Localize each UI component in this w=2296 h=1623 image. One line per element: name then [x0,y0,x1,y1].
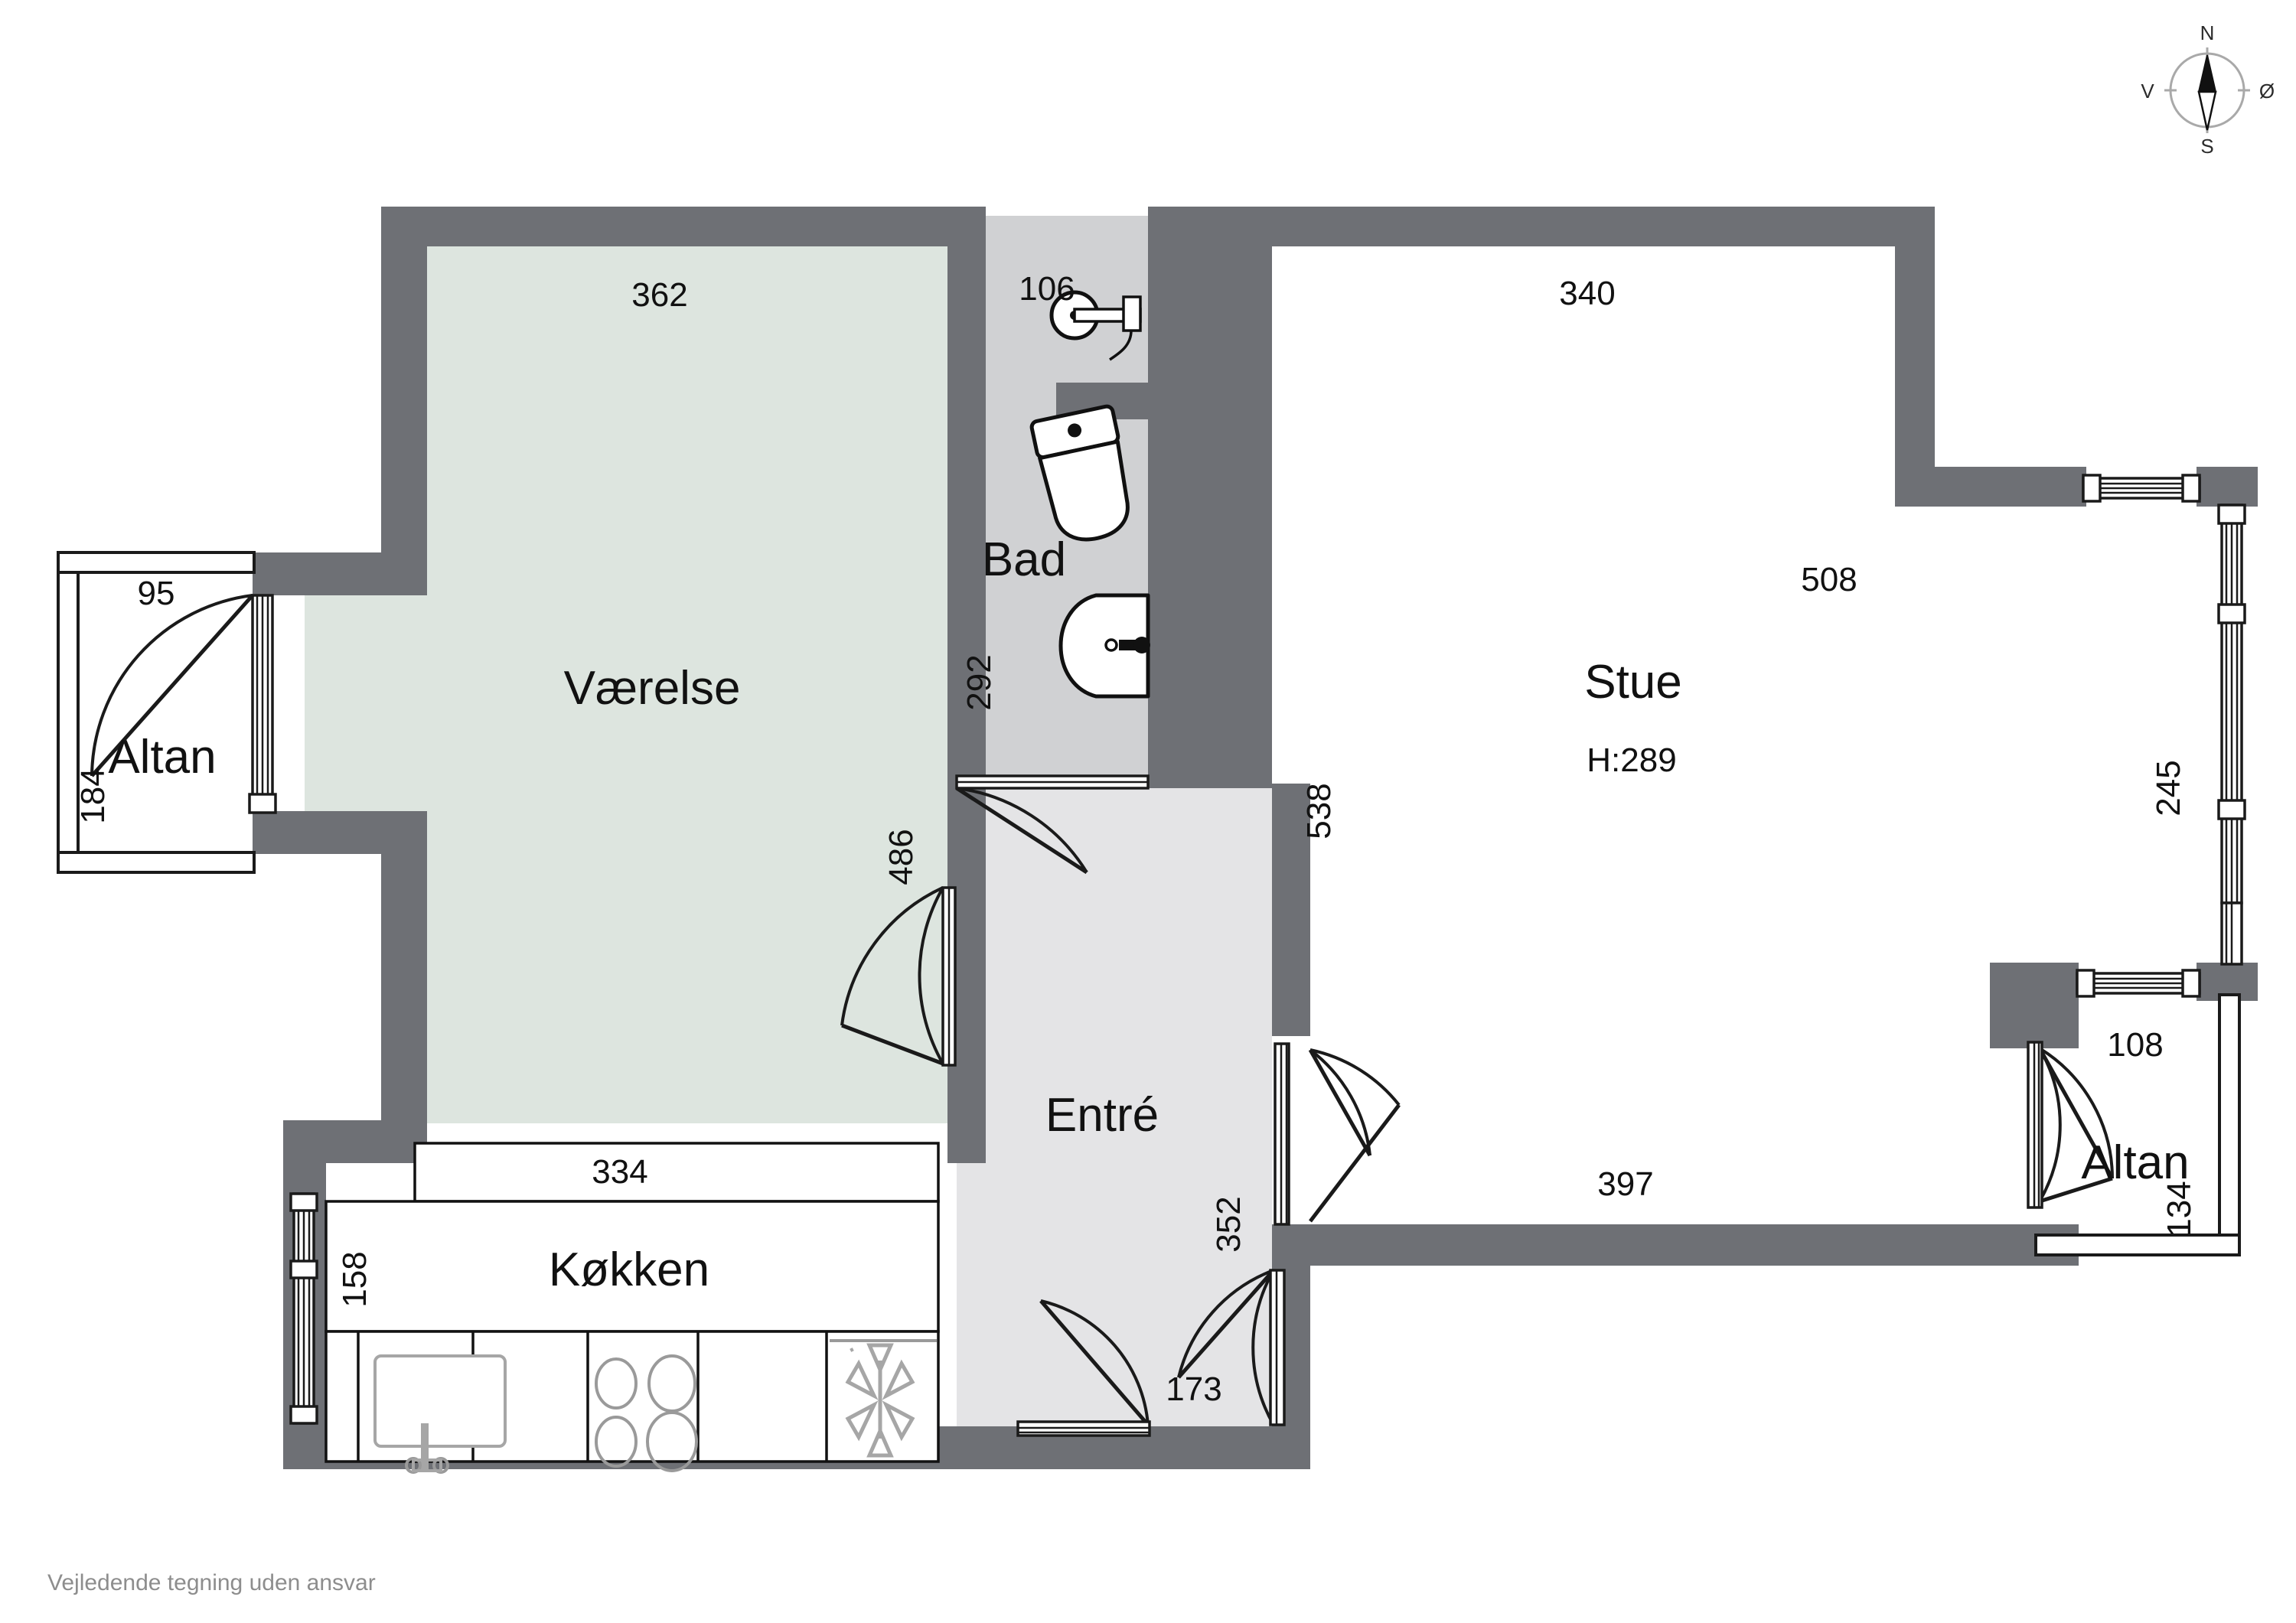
label-koekken: Køkken [549,1243,709,1296]
railing-altan-vest-bottom [57,851,256,874]
dim-stue-upper-right: 508 [1801,561,1857,598]
dim-bad-left: 292 [960,654,998,710]
wall-stue-top [1272,207,1935,246]
window-stue-east-upper [2217,504,2246,904]
shower-head-icon [1049,290,1142,361]
dim-altan-oest-right: 134 [2161,1181,2198,1237]
compass-north-label: N [2200,21,2215,44]
dim-entre-bottom: 173 [1166,1370,1221,1408]
window-koekken-west [289,1192,318,1425]
wall-stue-jamb-ne [2197,467,2258,507]
door-altan-oest [2027,1041,2115,1209]
wall-stue-right-upper [1895,207,1935,507]
bathroom-fixtures [1029,290,1150,699]
wall-entre-stue [1272,784,1310,1036]
windows [248,474,2246,1425]
railing-altan-oest-right [2218,993,2241,1256]
wall-stue-bottom [1272,1224,2076,1266]
label-bad: Bad [982,533,1066,586]
dim-altan-vest-top: 95 [138,575,175,612]
doors [90,594,2115,1437]
door-entre-lower [1177,1269,1286,1426]
dim-vaerelse-right: 486 [882,829,920,885]
wall-bad-east [1148,207,1272,788]
basin-icon [1058,593,1150,699]
dim-vaerelse-top: 362 [631,276,687,314]
dim-koekken-top: 334 [592,1153,647,1191]
window-altan-oest-head [2076,969,2201,998]
compass-rose: N S V Ø [2141,21,2275,158]
balcony-railings [57,551,2241,1256]
door-altan-vest [90,594,254,777]
label-altan-vest: Altan [108,731,216,784]
wall-balcony-jamb [253,552,295,595]
door-entre-stue [1274,1042,1401,1226]
room-fill-stue [1272,216,2227,1224]
dim-altan-vest-left: 184 [74,768,112,823]
window-stue-east-lower [2220,901,2243,966]
kitchen-sink-icon [373,1354,507,1474]
dim-stue-right: 245 [2150,760,2187,816]
door-entre-main [1016,1299,1151,1437]
window-altan-vest-door [248,594,277,814]
room-fill-bad-notch [957,216,1148,386]
wall-stue-step-right [1895,467,2086,507]
dim-entre-left: 538 [1300,783,1338,839]
dim-altan-oest-top: 108 [2107,1026,2163,1064]
compass-west-label: V [2141,80,2154,103]
door-bad-entre [955,774,1150,875]
railing-altan-vest-top [57,551,256,574]
toilet-icon [1029,404,1130,542]
wall-top-left [381,207,957,246]
door-vaerelse-entre [840,886,957,1067]
label-altan-oest: Altan [2081,1136,2189,1189]
dim-entre-right: 352 [1210,1196,1247,1252]
kitchen-fixtures [325,1142,940,1474]
wall-left-upper [381,207,427,582]
dim-stue-bottom: 397 [1597,1165,1653,1203]
disclaimer-text: Vejledende tegning uden ansvar [47,1570,376,1595]
railing-altan-oest-bottom [2034,1234,2241,1256]
extractor-fan-icon [845,1343,915,1458]
room-fill-entre [957,784,1301,1427]
labels: 362 Værelse 486 106 Bad 292 340 508 Stue… [74,270,2198,1408]
window-stue-ne [2082,474,2201,503]
wall-altan-oest-jamb [1990,963,2079,1048]
label-stue: Stue [1584,656,1682,709]
wall-left-lower [381,811,427,1163]
dim-koekken-left: 158 [336,1251,373,1307]
dim-bad-top: 106 [1019,270,1075,308]
dim-stue-top: 340 [1559,275,1615,312]
room-fill-vaerelse [305,216,947,1123]
kitchen-upper-cabinet [413,1142,940,1203]
cooktop-icon [595,1354,698,1472]
kitchen-room-box [325,1200,940,1333]
compass-south-label: S [2200,135,2213,158]
label-stue-height: H:289 [1587,741,1676,779]
wall-entre-jog [1148,1426,1310,1469]
label-vaerelse: Værelse [564,662,741,715]
compass-east-label: Ø [2259,80,2275,103]
label-entre: Entré [1045,1089,1159,1142]
